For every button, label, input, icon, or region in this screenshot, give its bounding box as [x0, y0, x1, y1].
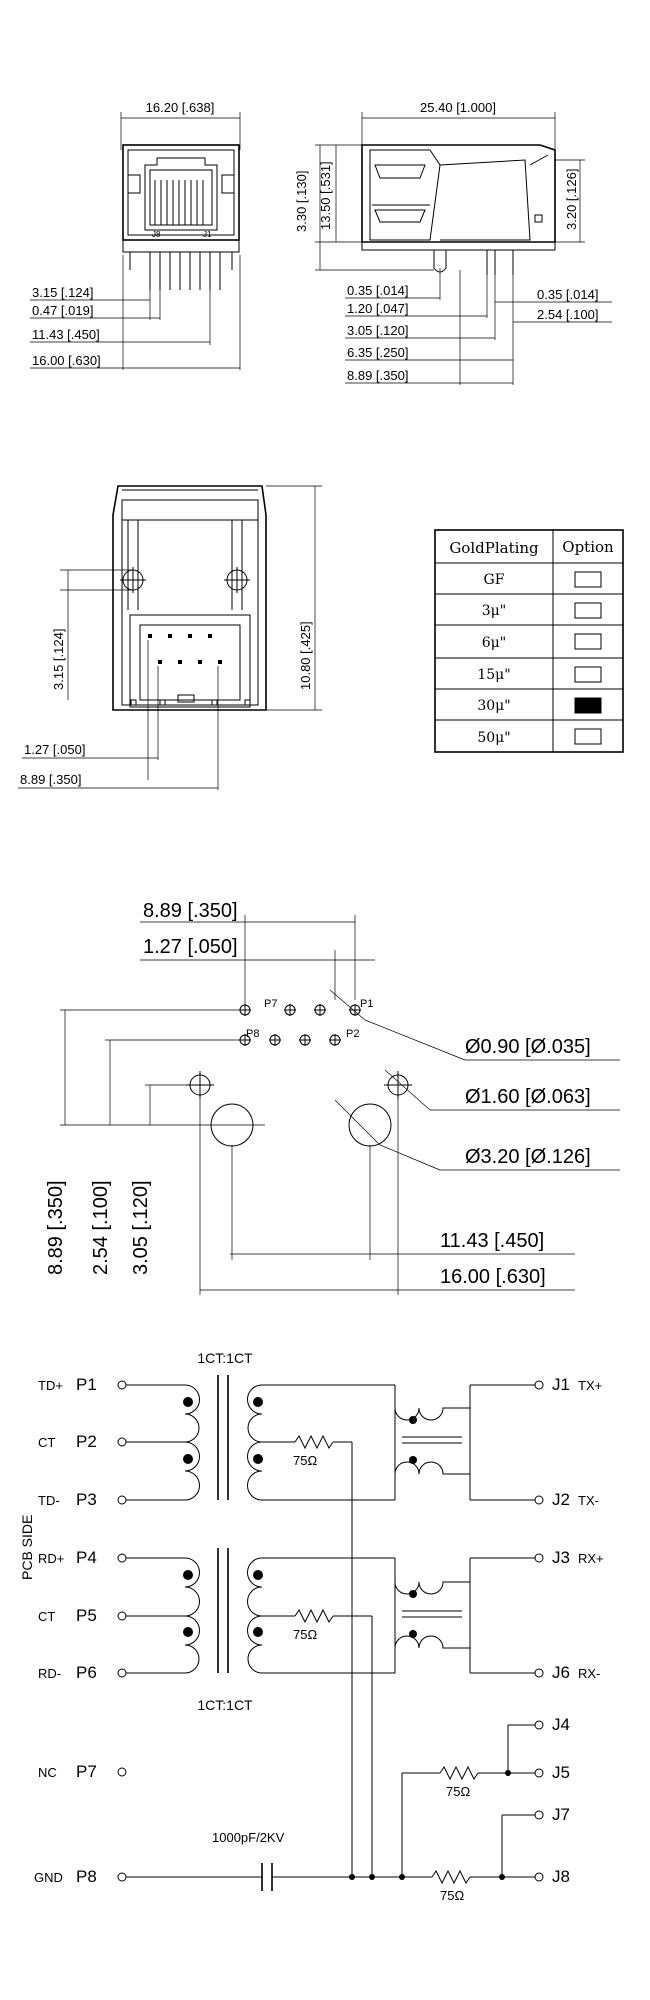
- j1-label: J1: [203, 230, 212, 239]
- bottom-dim-3-15: 3.15 [.124]: [51, 629, 66, 690]
- side-bot-dim-3: 3.05 [.120]: [347, 323, 408, 338]
- option-box: [574, 633, 602, 650]
- ratio-label-top: 1CT:1CT: [197, 1350, 253, 1366]
- pcb-bot-dim-1: 11.43 [.450]: [440, 1230, 544, 1252]
- left-sig-gnd: GND: [34, 1870, 63, 1885]
- pcb-bot-dim-2: 16.00 [.630]: [440, 1266, 546, 1288]
- table-row-label: 50μ": [477, 730, 510, 746]
- pin-label-p8: P8: [246, 1028, 259, 1040]
- side-dim-3-20: 3.20 [.126]: [564, 169, 579, 230]
- side-bot-dim-1: 0.35 [.014]: [347, 283, 408, 298]
- pcb-top-dim-1: 8.89 [.350]: [143, 900, 238, 922]
- contact-fingers: [154, 180, 204, 225]
- option-checkboxes: [574, 571, 602, 745]
- pcb-side-label: PCB SIDE: [19, 1515, 35, 1580]
- dia-label-2: Ø1.60 [Ø.063]: [465, 1086, 591, 1108]
- right-sig-rx-minus: RX-: [578, 1666, 600, 1681]
- side-dim-13-50: 13.50 [.531]: [318, 161, 333, 230]
- pin-label-p1: P1: [360, 998, 373, 1010]
- bottom-dim-1-27: 1.27 [.050]: [24, 742, 85, 757]
- table-header-plating: GoldPlating: [449, 539, 539, 557]
- pcb-vert-dim-3: 3.05 [.120]: [130, 1180, 152, 1275]
- left-pin-p5: P5: [76, 1606, 97, 1625]
- side-right-dim-1: 0.35 [.014]: [537, 287, 598, 302]
- gold-plating-table: GoldPlating Option GF 3μ" 6μ" 15μ" 30μ" …: [434, 529, 624, 753]
- right-sig-tx-plus: TX+: [578, 1378, 602, 1393]
- dia-label-3: Ø3.20 [Ø.126]: [465, 1146, 591, 1168]
- res-label-2: 75Ω: [293, 1627, 317, 1642]
- left-sig-ct1: CT: [38, 1435, 55, 1450]
- left-pin-p1: P1: [76, 1375, 97, 1394]
- left-pin-p2: P2: [76, 1432, 97, 1451]
- pcb-vert-dim-1: 8.89 [.350]: [45, 1180, 67, 1275]
- left-sig-rd-plus: RD+: [38, 1551, 64, 1566]
- ratio-label-bottom: 1CT:1CT: [197, 1697, 253, 1713]
- right-pin-j3: J3: [552, 1548, 570, 1567]
- left-pin-p8: P8: [76, 1867, 97, 1886]
- pcb-vert-dim-2: 2.54 [.100]: [90, 1180, 112, 1275]
- front-width-dim: 16.20 [.638]: [146, 100, 215, 115]
- schematic: 1CT:1CT 1CT:1CT PCB SIDE TD+ P1 CT P2 TD…: [19, 1350, 604, 1903]
- left-pin-p4: P4: [76, 1548, 97, 1567]
- res-label-4: 75Ω: [440, 1888, 464, 1903]
- right-sig-tx-minus: TX-: [578, 1493, 599, 1508]
- left-pin-p7: P7: [76, 1762, 97, 1781]
- pin-label-p7: P7: [264, 998, 277, 1010]
- side-right-dim-2: 2.54 [.100]: [537, 307, 598, 322]
- front-dim-4: 16.00 [.630]: [32, 353, 101, 368]
- j8-label: J8: [152, 230, 161, 239]
- table-header-option: Option: [562, 538, 614, 556]
- left-pin-p6: P6: [76, 1663, 97, 1682]
- front-dim-2: 0.47 [.019]: [32, 303, 93, 318]
- right-pin-j8: J8: [552, 1867, 570, 1886]
- side-dim-3-30: 3.30 [.130]: [294, 171, 309, 232]
- option-box: [574, 728, 602, 745]
- option-box-selected: [574, 697, 602, 714]
- left-sig-ct2: CT: [38, 1609, 55, 1624]
- right-pin-j7: J7: [552, 1805, 570, 1824]
- side-bot-dim-4: 6.35 [.250]: [347, 345, 408, 360]
- pcb-layout: 8.89 [.350] 1.27 [.050] P7 P1 P8 P2 Ø0.9…: [45, 900, 620, 1295]
- right-pin-j5: J5: [552, 1763, 570, 1782]
- cap-label: 1000pF/2KV: [212, 1830, 285, 1845]
- side-view: 25.40 [1.000] 3.30 [.130] 13.50 [.531] 3…: [294, 100, 612, 385]
- left-sig-nc: NC: [38, 1765, 57, 1780]
- bottom-dim-8-89: 8.89 [.350]: [20, 772, 81, 787]
- res-label-1: 75Ω: [293, 1453, 317, 1468]
- left-sig-td-plus: TD+: [38, 1378, 63, 1393]
- right-pin-j2: J2: [552, 1490, 570, 1509]
- option-box: [574, 666, 602, 683]
- bottom-dim-10-80: 10.80 [.425]: [298, 621, 313, 690]
- res-label-3: 75Ω: [446, 1784, 470, 1799]
- pcb-top-dim-2: 1.27 [.050]: [143, 936, 238, 958]
- table-row-label: GF: [484, 572, 505, 588]
- left-sig-rd-minus: RD-: [38, 1666, 61, 1681]
- left-sig-td-minus: TD-: [38, 1493, 60, 1508]
- option-box: [574, 571, 602, 588]
- side-bot-dim-2: 1.20 [.047]: [347, 301, 408, 316]
- front-dim-3: 11.43 [.450]: [32, 327, 100, 342]
- front-dim-1: 3.15 [.124]: [32, 285, 93, 300]
- side-width-dim: 25.40 [1.000]: [420, 100, 496, 115]
- bottom-view: 3.15 [.124] 10.80 [.425] 1.27 [.050] 8.8…: [18, 485, 322, 790]
- table-row-label: 3μ": [482, 603, 506, 619]
- table-row-label: 30μ": [477, 698, 510, 714]
- pin-label-p2: P2: [346, 1028, 359, 1040]
- dia-label-1: Ø0.90 [Ø.035]: [465, 1036, 591, 1058]
- right-pin-j4: J4: [552, 1715, 570, 1734]
- front-view: 16.20 [.638] J8 J1: [30, 100, 241, 370]
- right-pin-j1: J1: [552, 1375, 570, 1394]
- left-pin-p3: P3: [76, 1490, 97, 1509]
- pin-holes: [148, 634, 222, 664]
- table-row-label: 6μ": [482, 635, 506, 651]
- right-pin-j6: J6: [552, 1663, 570, 1682]
- table-row-label: 15μ": [477, 667, 510, 683]
- option-box: [574, 602, 602, 619]
- side-bot-dim-5: 8.89 [.350]: [347, 368, 408, 383]
- right-sig-rx-plus: RX+: [578, 1551, 604, 1566]
